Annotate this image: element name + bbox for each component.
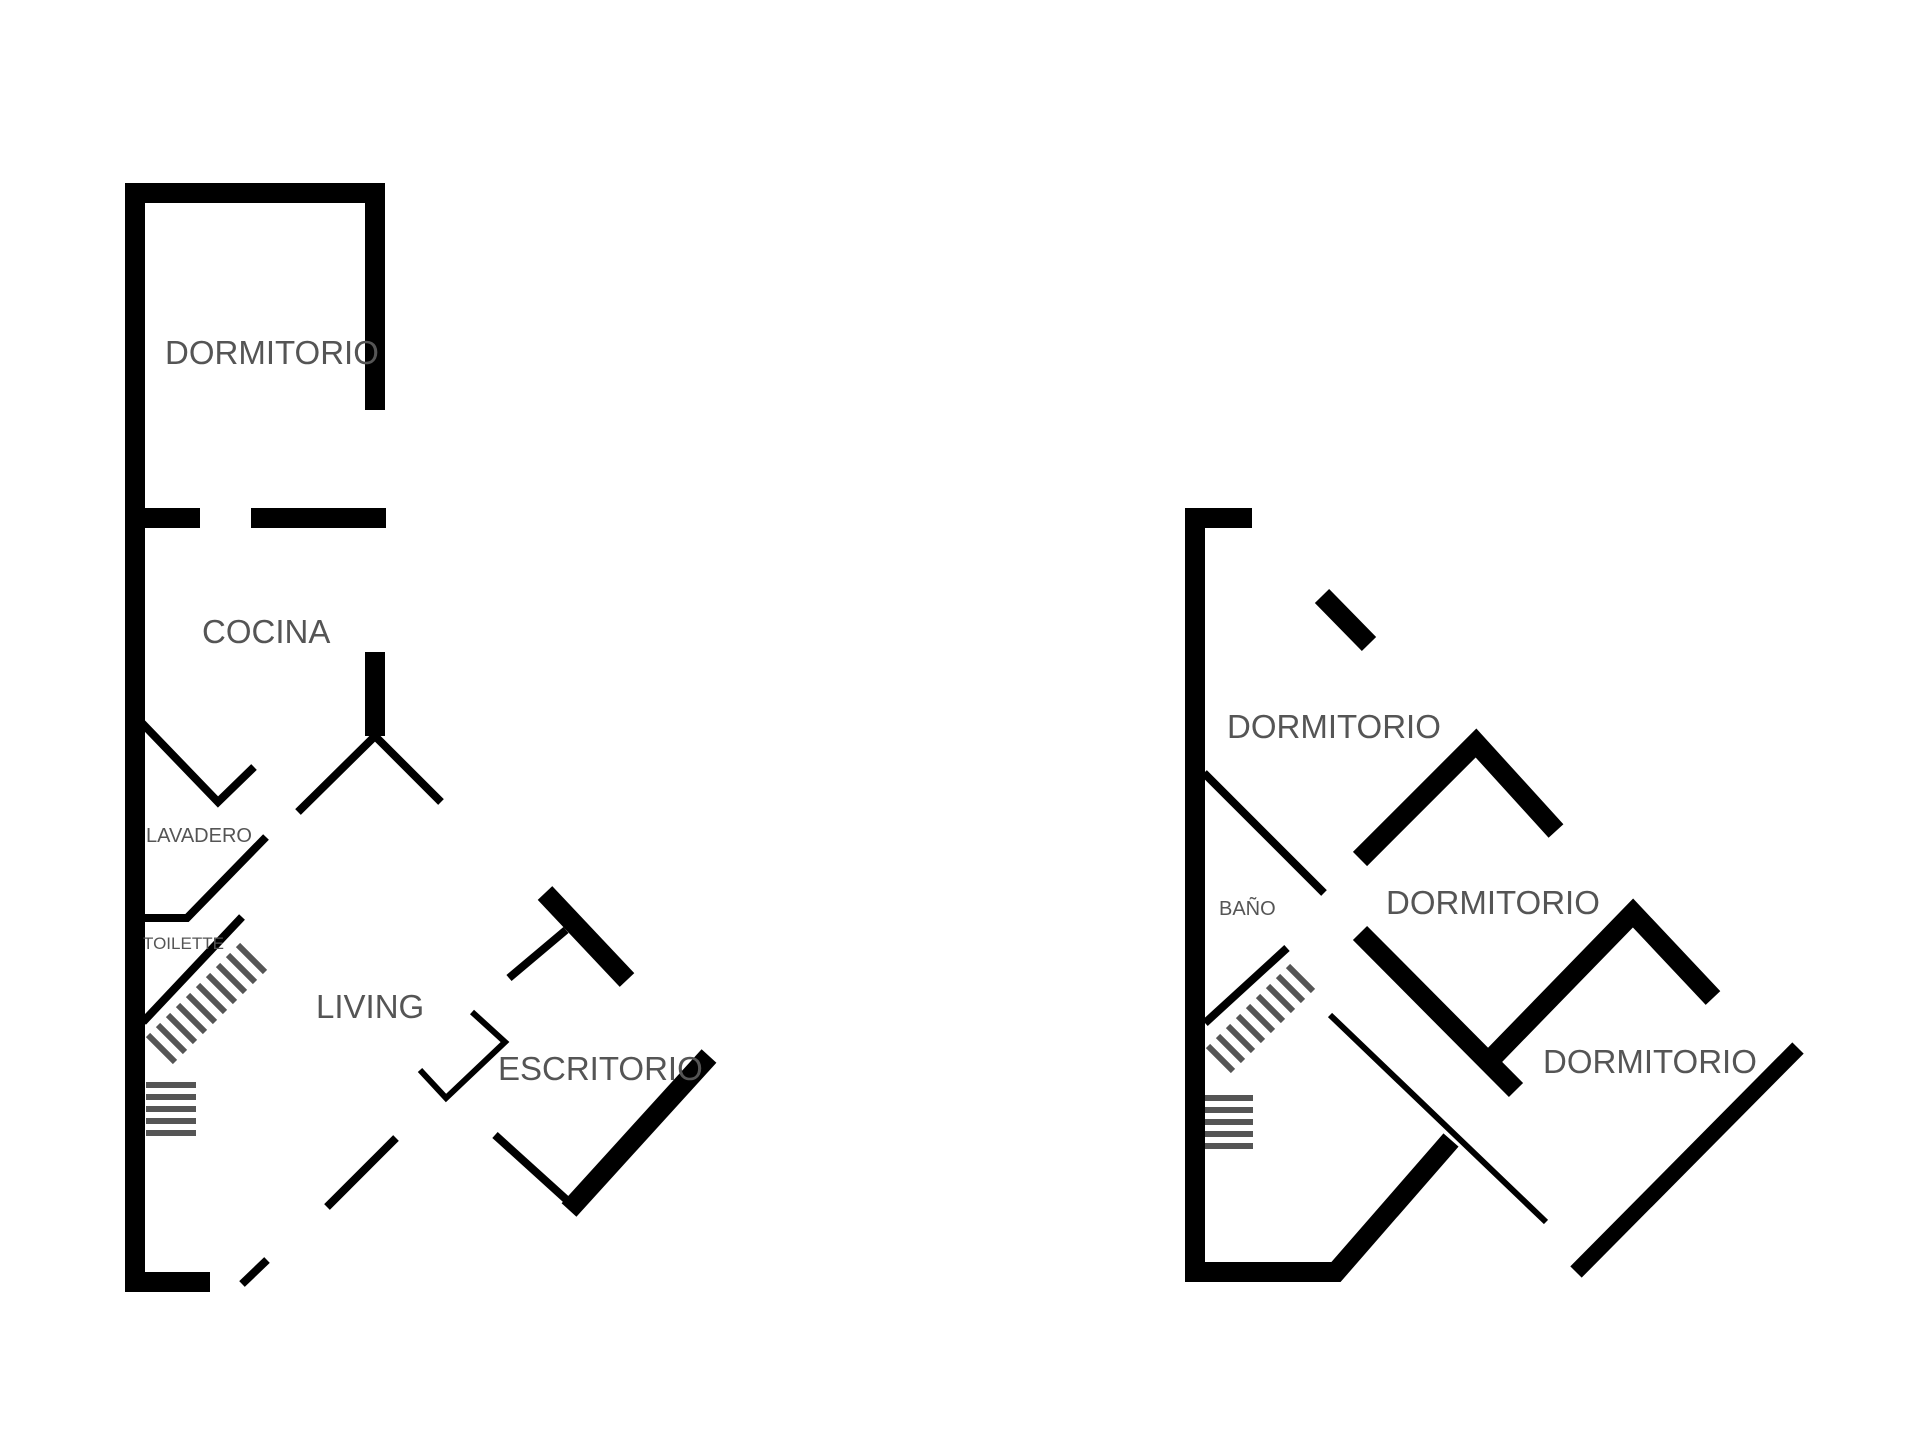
stair-ground-diagonal [145,942,268,1065]
wall-upper-thin-diagonal [1327,1012,1549,1225]
wall-dormitorio-2-roof [1352,728,1564,867]
wall-escritorio-corner [537,886,635,987]
wall-living-diagonal [324,1135,399,1210]
wall-escritorio-top [506,926,569,982]
wall-bano [1201,770,1327,896]
wall-upper-west [1185,508,1459,1282]
stair-upper-straight [1205,1095,1253,1149]
wall-lavadero-top [138,719,257,808]
wall-y-junction [295,730,444,815]
room-label-dormitorio-2: DORMITORIO [1386,884,1600,921]
upper-floor-plan: DORMITORIO BAÑO DORMITORIO DORMITORIO [1185,508,1804,1282]
wall-dormitorio-3-roof [1485,898,1721,1064]
wall-toilette [140,914,245,1025]
room-label-dormitorio-1: DORMITORIO [1227,708,1441,745]
room-label-toilette: TOILETTE [143,934,224,953]
wall-escritorio-east [561,1049,717,1217]
room-label-bano: BAÑO [1219,896,1276,920]
stair-ground-straight [146,1082,196,1136]
wall-upper-north-stub [1314,589,1377,651]
room-label-living: LIVING [316,988,424,1025]
room-label-dormitorio: DORMITORIO [165,334,379,371]
wall-entry-stub [239,1257,270,1287]
wall-west-north [125,183,385,1292]
wall-lavadero-bottom [141,834,269,922]
wall-upper-stair [1202,945,1290,1026]
wall-dormitorio-2-south [1352,925,1524,1098]
wall-upper-east [1570,1042,1804,1278]
stair-upper-diagonal [1205,963,1316,1074]
room-label-cocina: COCINA [202,613,330,650]
wall-escritorio-door [417,1009,510,1103]
room-label-dormitorio-3: DORMITORIO [1543,1043,1757,1080]
wall-escritorio-south [492,1132,572,1205]
ground-floor-plan: DORMITORIO COCINA LAVADERO TOILETTE LIVI… [125,183,717,1292]
room-label-lavadero: LAVADERO [146,825,252,847]
room-label-escritorio: ESCRITORIO [498,1050,703,1087]
